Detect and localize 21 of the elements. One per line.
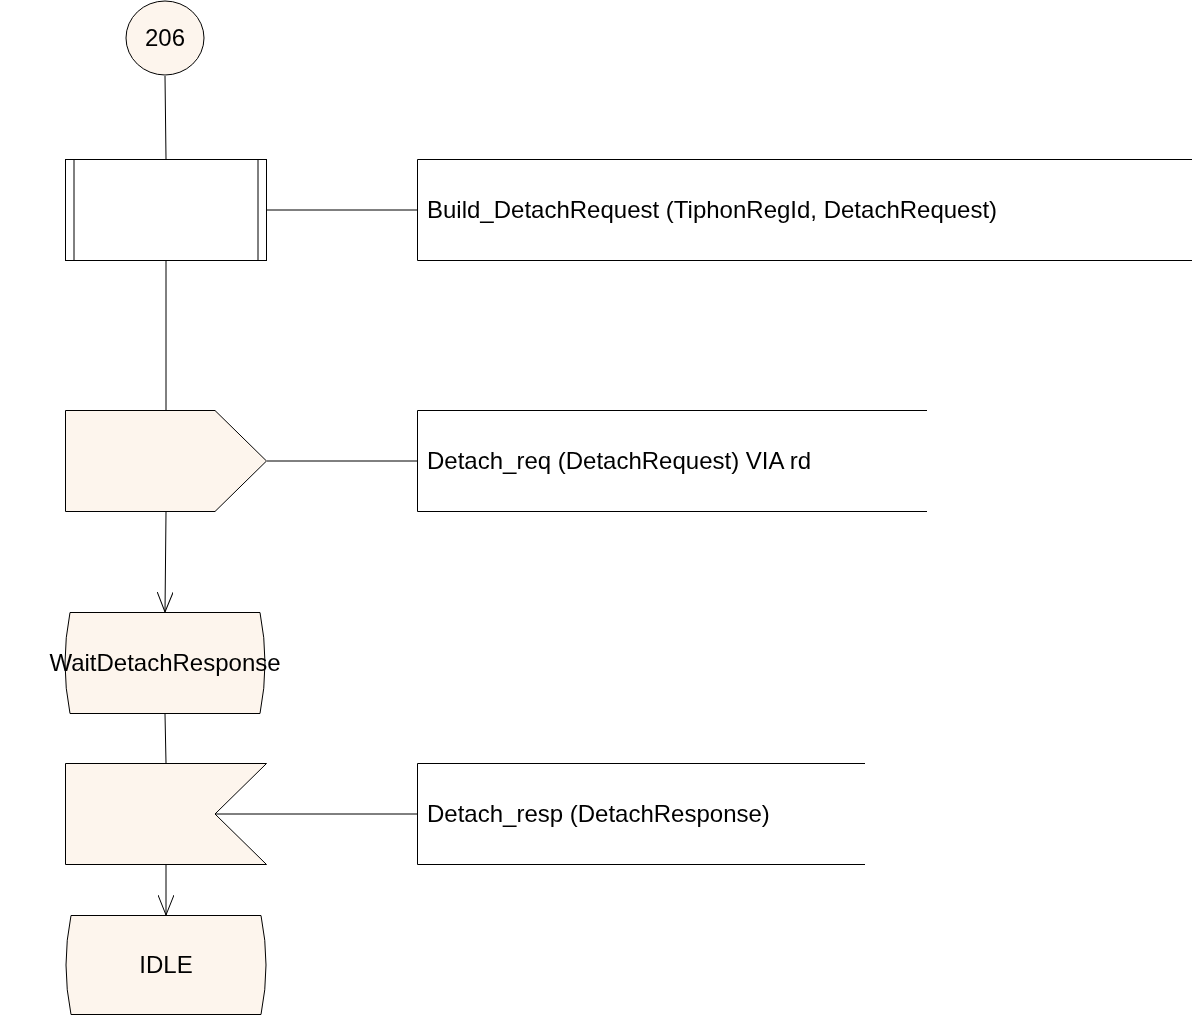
node-label: IDLE [139, 953, 193, 977]
input-signal-shape [65, 763, 267, 865]
state-shape [65, 915, 267, 1015]
connector-line [165, 260, 167, 411]
node-label: WaitDetachResponse [49, 651, 281, 675]
procedure-call-box [65, 159, 267, 261]
node-label: Detach_resp (DetachResponse) [427, 802, 770, 826]
comment-bracket [417, 159, 1192, 261]
arrow [156, 511, 174, 613]
connector-circle [125, 0, 205, 76]
arrow [157, 864, 175, 916]
comment-bracket [417, 763, 865, 865]
node-label: Build_DetachRequest (TiphonRegId, DetachRequest) [427, 198, 998, 222]
node-label: Detach_req (DetachRequest) VIA rd [427, 449, 812, 473]
connector-line [266, 209, 418, 211]
node-label: 206 [144, 26, 185, 50]
connector-line [164, 75, 167, 160]
connector-line [164, 713, 167, 764]
connector-line [266, 460, 418, 462]
output-signal-shape [65, 410, 267, 512]
comment-bracket [417, 410, 927, 512]
